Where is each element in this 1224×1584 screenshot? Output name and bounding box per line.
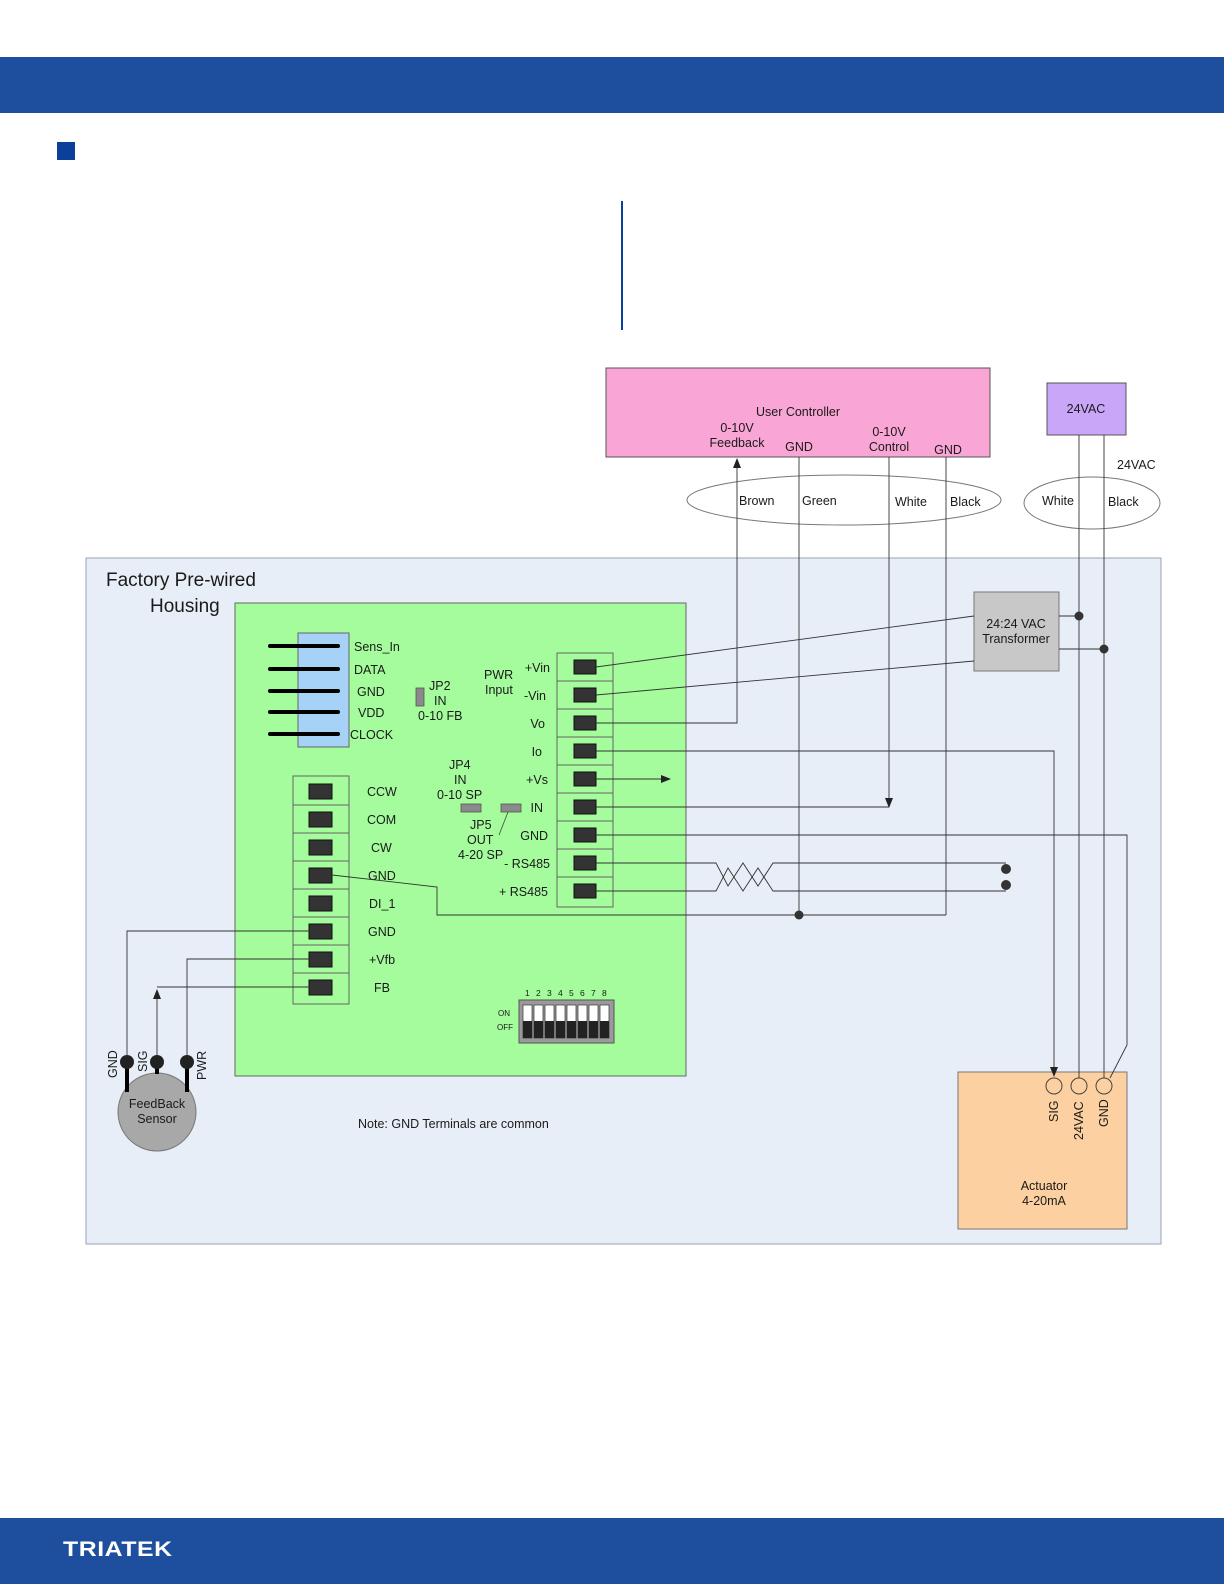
right-terminal-label: - RS485 xyxy=(504,857,550,871)
supply-24vac-box xyxy=(1046,382,1127,436)
svg-text:7: 7 xyxy=(591,988,596,998)
actuator-box xyxy=(957,1071,1128,1230)
jp5-jumper xyxy=(500,803,522,813)
svg-text:6: 6 xyxy=(580,988,585,998)
jp2-label-line1: JP2 xyxy=(429,679,451,693)
transformer-box xyxy=(973,591,1060,672)
svg-text:5: 5 xyxy=(569,988,574,998)
actuator-pin-label: 24VAC xyxy=(1072,1101,1086,1140)
svg-text:2: 2 xyxy=(536,988,541,998)
jp2-jumper xyxy=(415,687,425,707)
sensor-pin-label: DATA xyxy=(354,663,386,677)
wire-junctions xyxy=(794,611,1109,920)
sensor-pin-sig: SIG xyxy=(136,1050,150,1072)
control-label-line1: 0-10V xyxy=(872,425,906,439)
actuator-pin-label: GND xyxy=(1097,1099,1111,1127)
svg-text:1: 1 xyxy=(525,988,530,998)
right-terminal-label: +Vs xyxy=(526,773,548,787)
jp4-jumper xyxy=(460,803,482,813)
dip-off-label: OFF xyxy=(497,1023,513,1032)
left-terminal-label: FB xyxy=(374,981,390,995)
supply-24vac-side-label: 24VAC xyxy=(1117,458,1156,472)
right-terminal-block xyxy=(556,652,614,908)
triatek-logo: TRIATEK xyxy=(63,1538,173,1561)
svg-text:4: 4 xyxy=(558,988,563,998)
wire-color-white: White xyxy=(895,495,927,509)
feedback-label-line1: 0-10V xyxy=(720,421,754,435)
user-controller-box xyxy=(605,367,991,458)
wire-color-black2: Black xyxy=(1108,495,1139,509)
controller-wire-bundle xyxy=(686,474,1002,526)
jp5-label-line2: OUT xyxy=(467,833,494,847)
housing-label-line2: Housing xyxy=(150,596,220,617)
user-controller-title: User Controller xyxy=(756,405,840,419)
wire-color-green: Green xyxy=(802,494,837,508)
svg-text:8: 8 xyxy=(602,988,607,998)
controller-gnd1-label: GND xyxy=(785,440,813,454)
left-terminal-label: GND xyxy=(368,925,396,939)
sensor-pin-label: Sens_In xyxy=(354,640,400,654)
left-terminal-block xyxy=(292,775,350,1005)
pwr-input-line1: PWR xyxy=(484,668,513,682)
right-terminal-label: +Vin xyxy=(525,661,550,675)
feedback-sensor-line2: Sensor xyxy=(137,1112,177,1126)
left-terminal-label: CCW xyxy=(367,785,397,799)
jp4-label-line2: IN xyxy=(454,773,467,787)
jp4-label-line1: JP4 xyxy=(449,758,471,772)
footer-band xyxy=(0,1518,1224,1584)
housing-label-line1: Factory Pre-wired xyxy=(106,570,256,591)
sensor-pin-pwr: PWR xyxy=(195,1051,209,1080)
jp5-label-line3: 4-20 SP xyxy=(458,848,503,862)
actuator-pin-label: SIG xyxy=(1047,1100,1061,1122)
supply-24vac-label: 24VAC xyxy=(1067,402,1106,416)
right-terminal-label: -Vin xyxy=(524,689,546,703)
left-terminal-label: COM xyxy=(367,813,396,827)
wire-color-white2: White xyxy=(1042,494,1074,508)
header-band xyxy=(0,57,1224,113)
actuator-label-line1: Actuator xyxy=(1021,1179,1068,1193)
dip-switch-numbers: 1 2 3 4 5 6 7 8 xyxy=(525,988,607,998)
sensor-pin-label: GND xyxy=(357,685,385,699)
svg-text:3: 3 xyxy=(547,988,552,998)
control-label-line2: Control xyxy=(869,440,909,454)
jp4-label-line3: 0-10 SP xyxy=(437,788,482,802)
sensor-pin-gnd: GND xyxy=(106,1050,120,1078)
right-terminal-label: GND xyxy=(520,829,548,843)
wire-color-brown: Brown xyxy=(739,494,774,508)
supply-wire-bundle xyxy=(1023,476,1161,530)
left-terminal-label: DI_1 xyxy=(369,897,395,911)
pwr-input-line2: Input xyxy=(485,683,513,697)
transformer-label-line2: Transformer xyxy=(982,632,1050,646)
actuator-label-line2: 4-20mA xyxy=(1022,1194,1066,1208)
section-marker xyxy=(57,142,75,160)
right-terminal-label: + RS485 xyxy=(499,885,548,899)
right-terminal-label: IN xyxy=(531,801,544,815)
jp2-label-line3: 0-10 FB xyxy=(418,709,462,723)
right-terminal-label: Io xyxy=(532,745,542,759)
wires xyxy=(126,435,1128,1079)
sensor-pin-label: VDD xyxy=(358,706,384,720)
feedback-sensor-line1: FeedBack xyxy=(129,1097,186,1111)
feedback-label-line2: Feedback xyxy=(710,436,766,450)
transformer-label-line1: 24:24 VAC xyxy=(986,617,1046,631)
wire-color-black: Black xyxy=(950,495,981,509)
dip-switch xyxy=(518,999,615,1044)
controller-gnd2-label: GND xyxy=(934,443,962,457)
jp5-label-line1: JP5 xyxy=(470,818,492,832)
sensor-header-pins xyxy=(268,644,340,736)
dip-on-label: ON xyxy=(498,1009,510,1018)
gnd-common-note: Note: GND Terminals are common xyxy=(358,1117,549,1131)
sensor-pin-label: CLOCK xyxy=(350,728,394,742)
jp2-label-line2: IN xyxy=(434,694,447,708)
left-terminal-label: +Vfb xyxy=(369,953,395,967)
right-terminal-label: Vo xyxy=(530,717,545,731)
left-terminal-label: CW xyxy=(371,841,392,855)
column-divider xyxy=(621,201,623,330)
